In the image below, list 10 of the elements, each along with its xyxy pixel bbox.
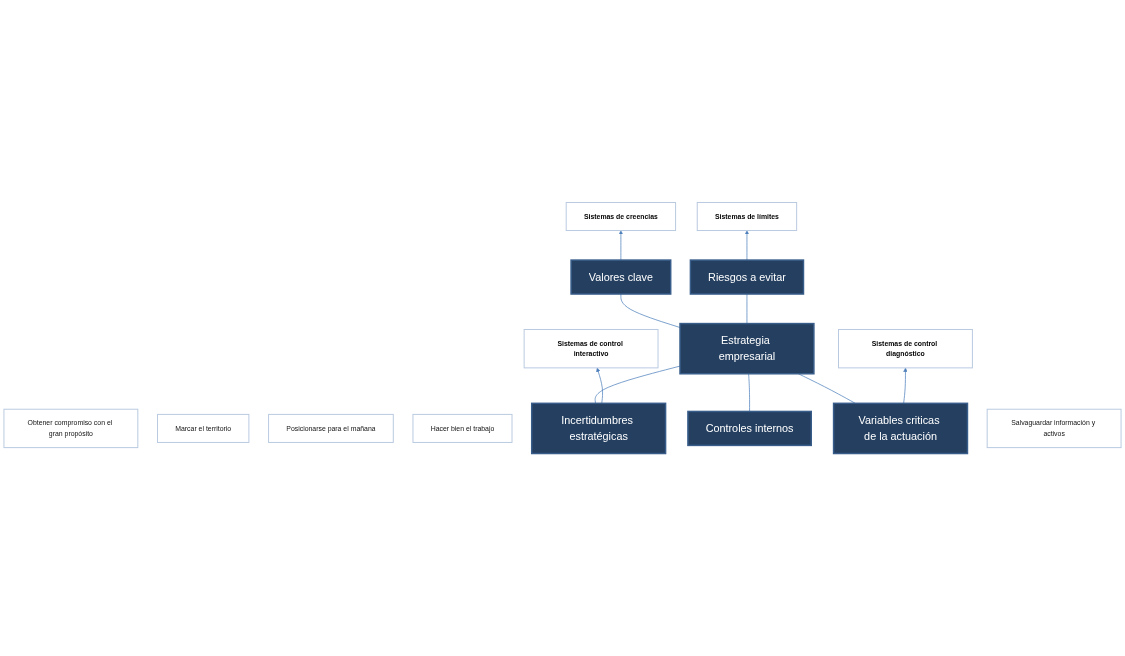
connector	[746, 293, 748, 324]
node-box: Estrategia empresarial	[679, 322, 815, 375]
connector	[748, 373, 750, 412]
node-box: Controles internos	[687, 410, 812, 447]
connector	[798, 373, 856, 404]
node-box: Valores clave	[570, 259, 672, 295]
node-box: Variables criticas de la actuación	[832, 402, 969, 455]
connector	[620, 293, 681, 328]
node-box: Riesgos a evitar	[689, 259, 805, 295]
node-box: Incertidumbres estratégicas	[530, 402, 667, 455]
